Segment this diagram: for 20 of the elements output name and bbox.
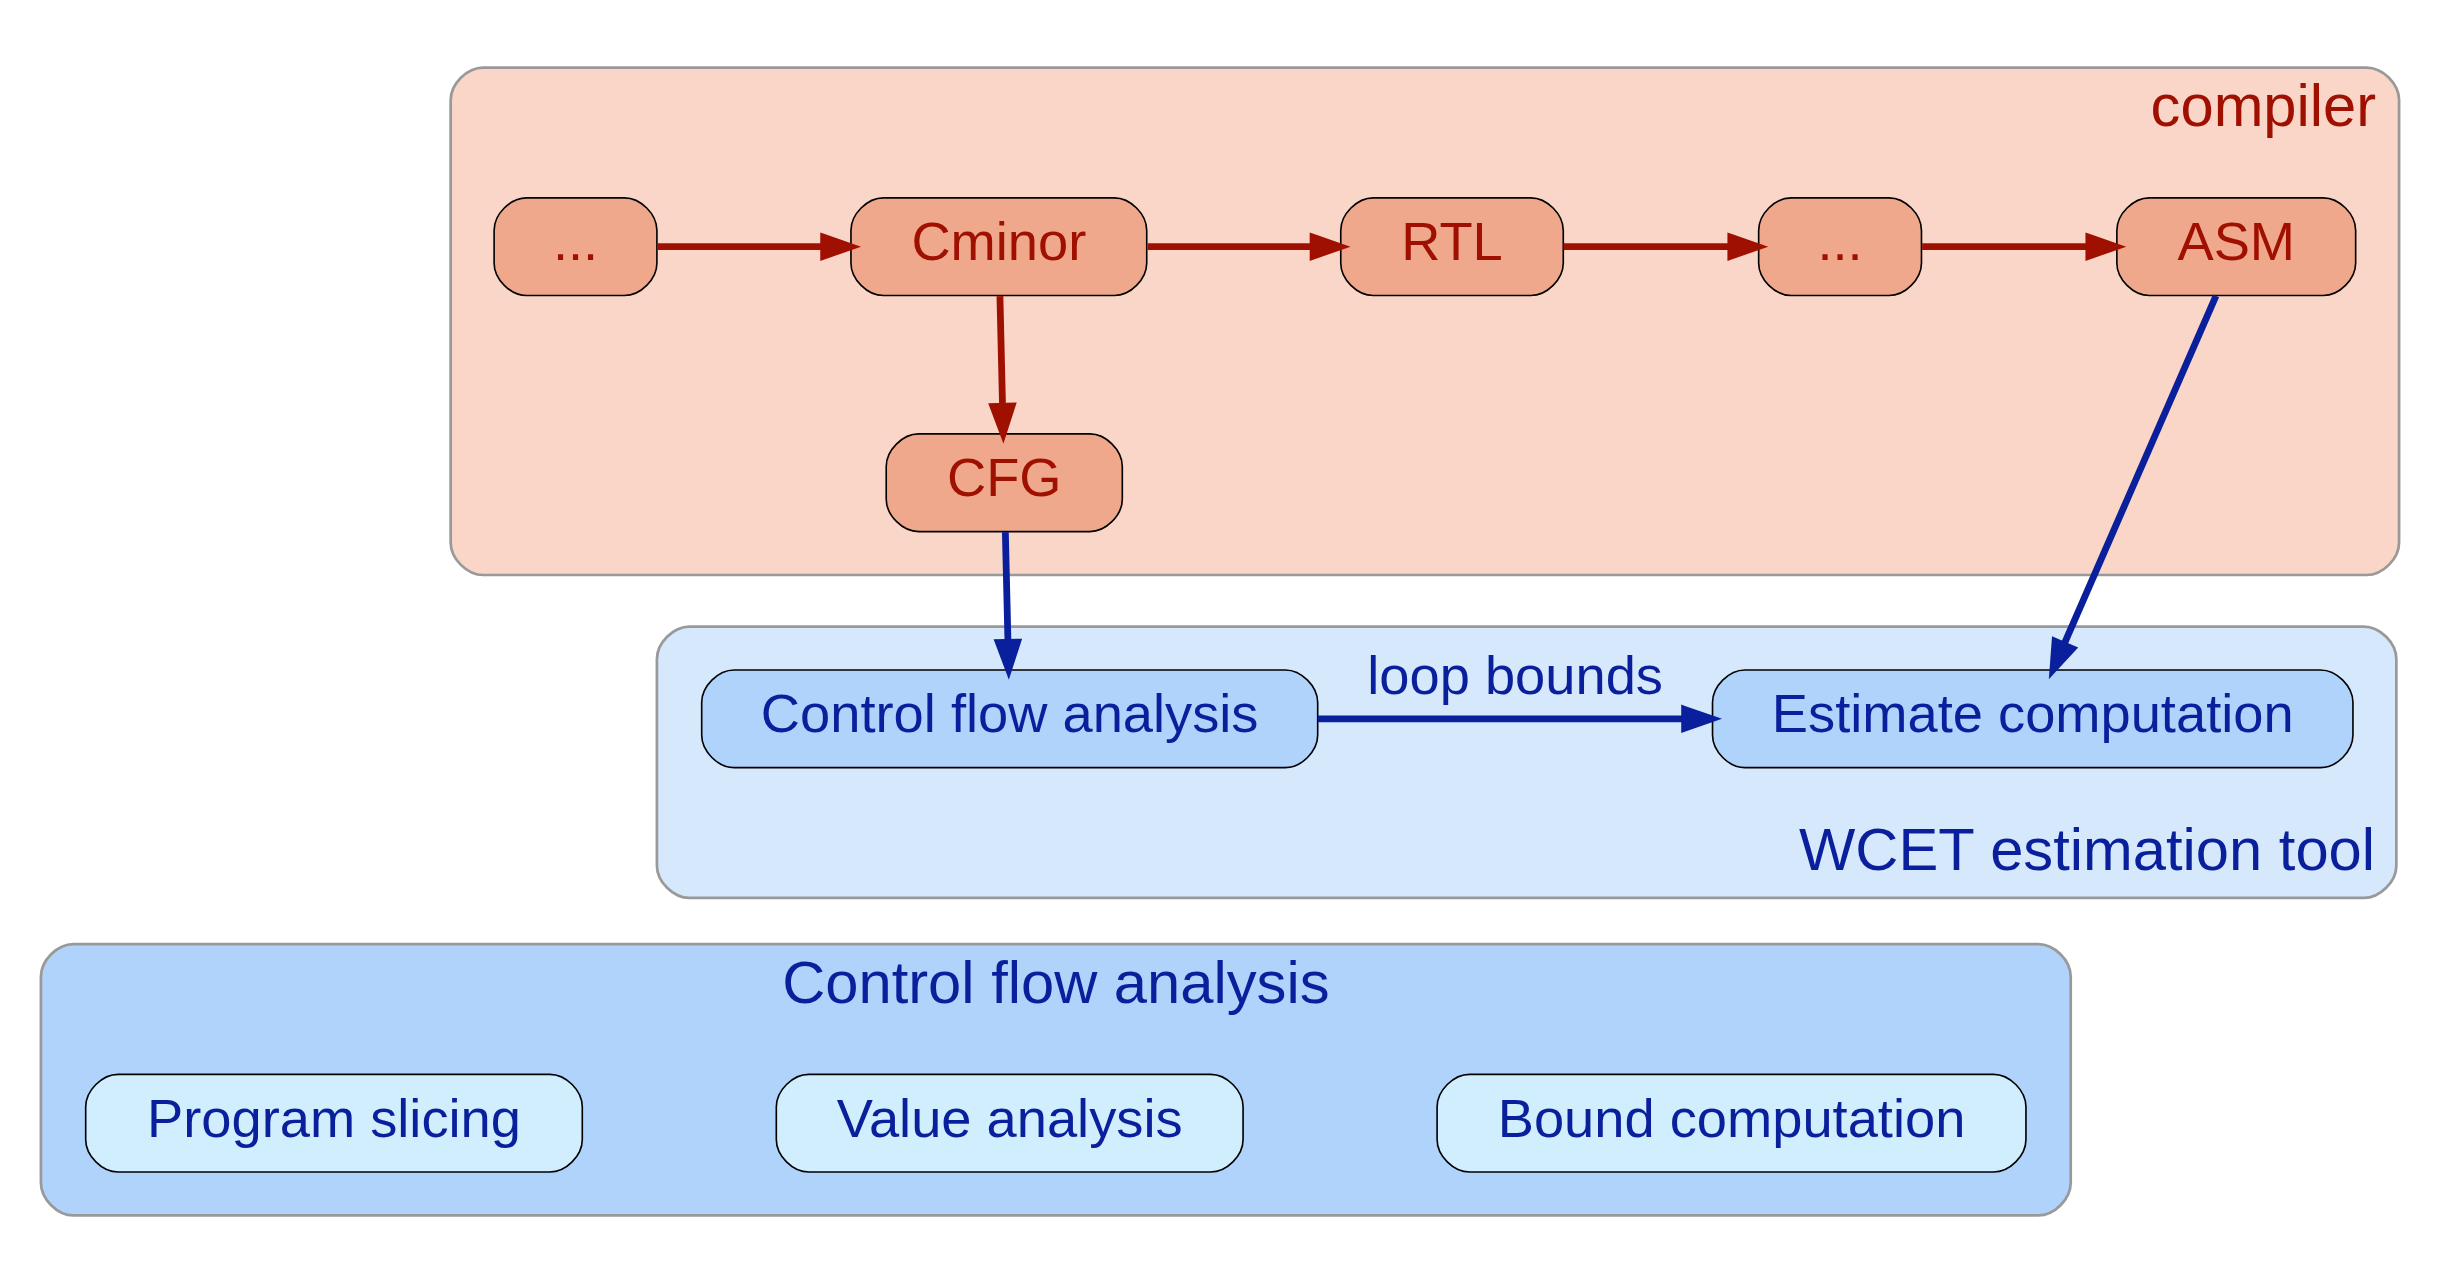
arrow <box>657 232 862 261</box>
arrow <box>988 295 1017 444</box>
node-box: Estimate computation <box>1711 669 2354 769</box>
arrow <box>1922 232 2127 261</box>
node-box: Bound computation <box>1436 1073 2027 1173</box>
arrow <box>1147 232 1351 261</box>
node-box: ... <box>493 197 658 297</box>
node-box: Control flow analysis <box>700 669 1319 769</box>
node-box: Program slicing <box>84 1073 584 1173</box>
arrow <box>1318 704 1722 734</box>
node-box: ... <box>1757 197 1923 297</box>
node-box: Cminor <box>850 197 1148 297</box>
node-box: Value analysis <box>775 1073 1244 1173</box>
node-box: CFG <box>885 433 1124 533</box>
arrow <box>993 532 1023 680</box>
node-box: RTL <box>1339 197 1565 297</box>
node-box: ASM <box>2116 197 2357 297</box>
arrow <box>1563 232 1769 261</box>
arrow <box>2048 294 2220 680</box>
edge-label: loop bounds <box>1367 645 1663 707</box>
